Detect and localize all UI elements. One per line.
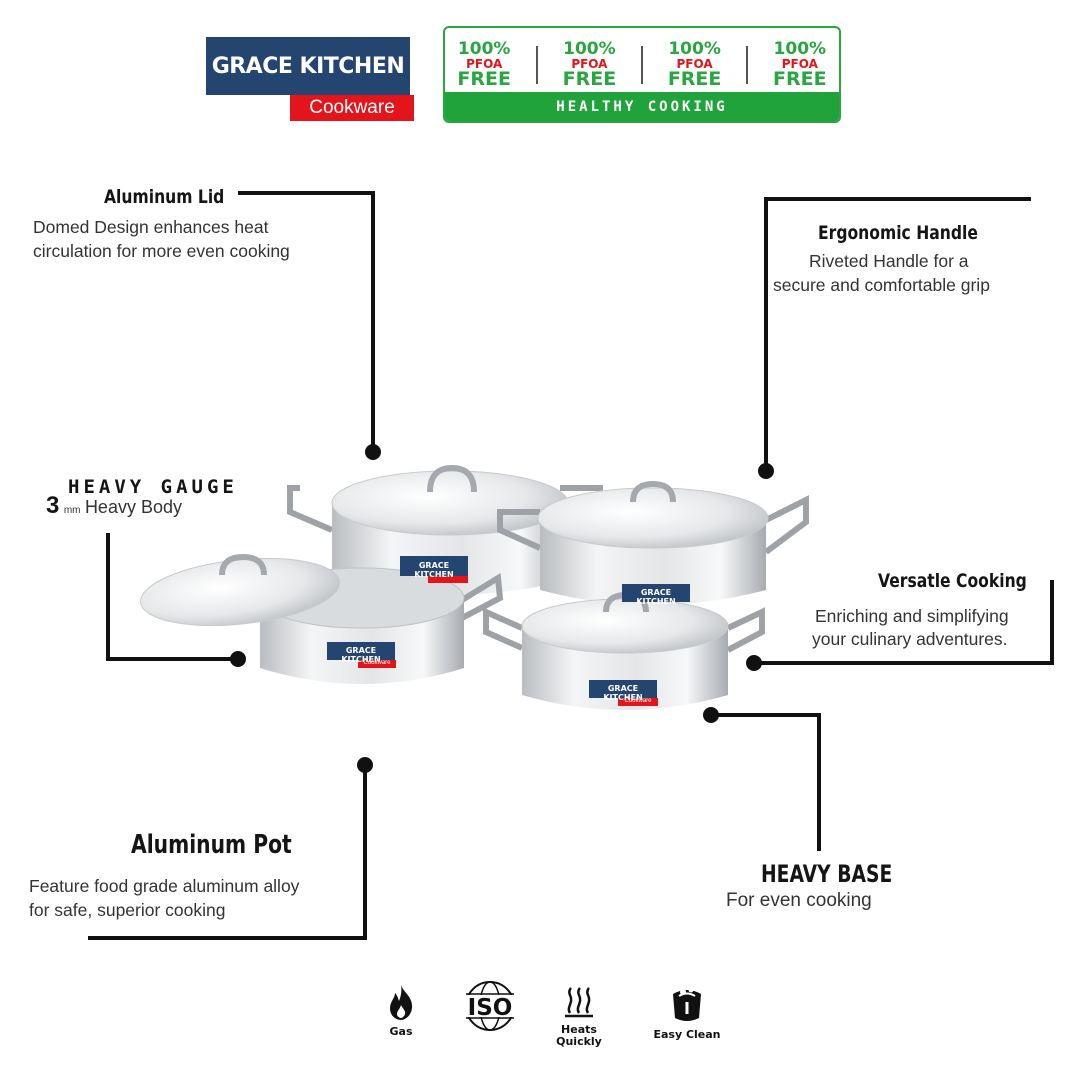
badge-item: 100% PFOA FREE xyxy=(563,41,617,89)
badge-divider xyxy=(535,46,538,84)
base-desc: For even cooking xyxy=(726,890,872,911)
gas-feature: Gas xyxy=(381,983,421,1038)
badge-divider xyxy=(641,46,643,84)
pot-label-sub: Cookware xyxy=(363,660,391,666)
iso-icon: ISO xyxy=(458,981,522,1031)
brand-logo-sub: Cookware xyxy=(290,95,414,121)
easy-clean-icon xyxy=(673,987,701,1021)
callout-line-versatile xyxy=(754,580,1054,665)
handle-desc-2: secure and comfortable grip xyxy=(773,275,990,295)
front-pot xyxy=(483,591,765,710)
brand-logo-name: GRACE KITCHEN xyxy=(206,37,410,95)
quickly-label: Quickly xyxy=(556,1035,602,1048)
heats-label: Heats xyxy=(561,1023,597,1036)
badge-free: FREE xyxy=(667,68,722,90)
badge-divider xyxy=(746,46,749,84)
gauge-number: 3 xyxy=(46,492,60,519)
base-title: HEAVY BASE xyxy=(761,860,893,888)
pot-desc-1: Feature food grade aluminum alloy xyxy=(29,876,300,896)
gas-label: Gas xyxy=(389,1025,413,1038)
versatile-desc-2: your culinary adventures. xyxy=(812,629,1008,649)
badge-free: FREE xyxy=(773,68,827,90)
pot-label-text: GRACE KITCHEN xyxy=(603,684,643,702)
handle-desc-1: Riveted Handle for a xyxy=(809,251,969,271)
badge-item: 100% PFOA FREE xyxy=(457,41,511,89)
pot-label-4 xyxy=(589,680,658,706)
iso-feature: ISO xyxy=(457,980,523,1037)
callout-line-gauge xyxy=(106,533,237,661)
badge-free: FREE xyxy=(457,68,511,90)
badge-pfoa: PFOA xyxy=(466,57,503,71)
versatile-title: Versatle Cooking xyxy=(878,570,1027,592)
right-pot xyxy=(497,480,809,605)
badge-item: 100% PFOA FREE xyxy=(668,41,722,89)
gauge-body: Heavy Body xyxy=(84,497,182,517)
steam-icon xyxy=(565,987,593,1018)
callout-dot-handle xyxy=(758,463,774,479)
callout-line-lid xyxy=(238,191,375,452)
pfoa-free-badge: 100% PFOA FREE 100% PFOA FREE 100% PFOA … xyxy=(443,26,841,123)
pot-label-1 xyxy=(400,556,468,583)
versatile-desc-1: Enriching and simplifying xyxy=(815,606,1009,626)
pot-label-text: GRACE KITCHEN xyxy=(414,561,454,579)
iso-text: ISO xyxy=(468,995,513,1021)
pot-desc-2: for safe, superior cooking xyxy=(29,900,226,920)
badge-percent: 100% xyxy=(668,39,721,59)
callout-dot-pot xyxy=(357,757,373,773)
badge-free: FREE xyxy=(562,68,617,90)
callout-dot-gauge xyxy=(230,651,246,667)
badge-pfoa: PFOA xyxy=(571,57,608,71)
easy-clean-label: Easy Clean xyxy=(653,1028,721,1041)
badge-percent: 100% xyxy=(457,39,511,59)
pot-label-sub: Cookware xyxy=(624,698,652,704)
gauge-detail: 3 mm Heavy Body xyxy=(46,492,182,520)
easy-clean-feature: Easy Clean xyxy=(652,984,722,1041)
badge-percent: 100% xyxy=(773,39,827,59)
callout-dot-base xyxy=(703,707,719,723)
left-pot xyxy=(139,553,504,684)
heats-quickly-feature: Heats Quickly xyxy=(556,985,602,1048)
callout-line-handle xyxy=(764,197,1031,471)
badge-pfoa: PFOA xyxy=(781,57,818,71)
gauge-title: HEAVY GAUGE xyxy=(68,476,238,498)
badge-footer: HEALTHY COOKING xyxy=(445,92,839,121)
handle-title: Ergonomic Handle xyxy=(818,222,978,244)
callout-line-base xyxy=(711,713,821,851)
pot-label-text: GRACE KITCHEN xyxy=(341,646,381,664)
lid-desc-2: circulation for more even cooking xyxy=(33,241,290,261)
badge-percent: 100% xyxy=(563,39,616,59)
pot-title: Aluminum Pot xyxy=(131,830,292,860)
badge-pfoa: PFOA xyxy=(676,57,713,71)
pot-label-3 xyxy=(327,642,396,668)
lid-title: Aluminum Lid xyxy=(104,186,225,208)
callout-dot-lid xyxy=(365,444,381,460)
callout-line-pot xyxy=(88,765,367,940)
lid-desc-1: Domed Design enhances heat xyxy=(33,217,269,237)
pot-label-text: GRACE KITCHEN xyxy=(636,588,676,606)
badge-item: 100% PFOA FREE xyxy=(773,41,827,89)
flame-icon xyxy=(390,985,413,1020)
gauge-unit: mm xyxy=(63,505,81,516)
pot-label-2 xyxy=(622,584,690,602)
callout-dot-versatile xyxy=(746,655,762,671)
callout-lines xyxy=(88,191,1054,940)
